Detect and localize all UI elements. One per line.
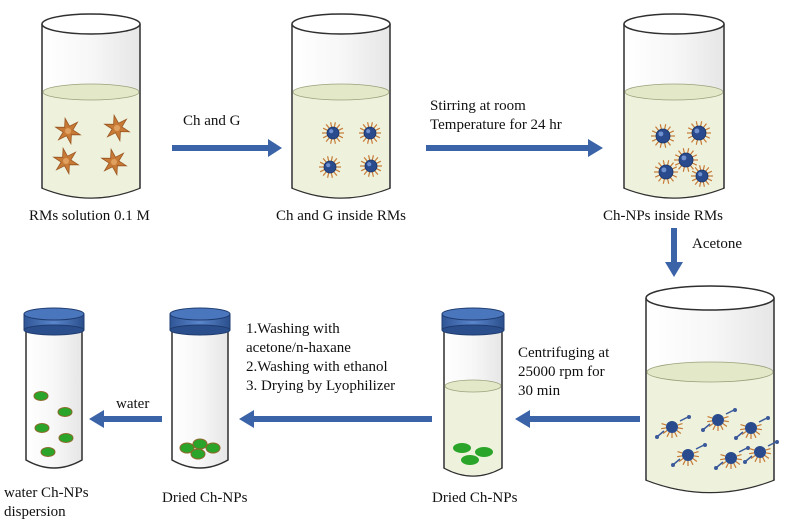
arrow-washing-drying bbox=[239, 410, 432, 428]
micelle-star-icon bbox=[100, 147, 128, 177]
label-washing-2: acetone/n-haxane bbox=[246, 340, 351, 356]
green-particle-icon bbox=[58, 433, 74, 443]
green-particle-icon bbox=[179, 442, 195, 454]
green-particle-icon bbox=[40, 447, 56, 457]
arrow-add-ch-and-g bbox=[172, 139, 282, 157]
label-ch-nps-inside-rms: Ch-NPs inside RMs bbox=[603, 208, 724, 224]
broken-micelle-icon bbox=[714, 446, 750, 470]
label-stirring-2: Temperature for 24 hr bbox=[430, 117, 562, 133]
label-stirring-1: Stirring at room bbox=[430, 98, 526, 114]
beaker-acetone-precipitation bbox=[645, 285, 779, 494]
label-acetone: Acetone bbox=[692, 236, 742, 252]
broken-micelle-icon bbox=[701, 408, 737, 432]
label-centrifuging-1: Centrifuging at bbox=[518, 345, 610, 361]
label-water-dispersion-2: dispersion bbox=[4, 504, 66, 520]
arrow-centrifuging bbox=[515, 410, 640, 428]
tube-water-dispersion bbox=[23, 307, 85, 469]
green-particle-icon bbox=[33, 391, 49, 401]
arrow-acetone bbox=[665, 228, 683, 277]
green-particle-icon bbox=[57, 407, 73, 417]
green-particle-icon bbox=[205, 442, 221, 454]
beaker-rms-solution bbox=[41, 13, 141, 199]
nanoparticle-icon bbox=[687, 121, 711, 145]
label-water: water bbox=[116, 396, 150, 412]
label-water-dispersion-1: water Ch-NPs bbox=[4, 485, 89, 501]
broken-micelle-icon bbox=[655, 415, 691, 439]
green-particle-icon bbox=[461, 455, 479, 465]
green-particle-icon bbox=[34, 423, 50, 433]
label-tube-centrifuged: Dried Ch-NPs bbox=[432, 490, 518, 506]
label-centrifuging-2: 25000 rpm for bbox=[518, 364, 605, 380]
tube-centrifuged bbox=[441, 307, 505, 477]
label-centrifuging-3: 30 min bbox=[518, 383, 561, 399]
nanoparticle-icon bbox=[674, 148, 698, 172]
tube-dried-ch-nps bbox=[169, 307, 231, 469]
broken-micelle-icon bbox=[734, 416, 770, 440]
green-particle-icon bbox=[453, 443, 471, 453]
arrow-stirring bbox=[426, 139, 603, 157]
micelle-star-icon bbox=[54, 116, 82, 146]
label-tube-dried: Dried Ch-NPs bbox=[162, 490, 248, 506]
label-ch-and-g: Ch and G bbox=[183, 113, 241, 129]
nanoparticle-icon bbox=[322, 122, 344, 144]
arrow-water bbox=[89, 410, 162, 428]
nanoparticle-icon bbox=[651, 124, 675, 148]
beaker-ch-g-inside-rms bbox=[291, 13, 391, 199]
nanoparticle-icon bbox=[360, 155, 382, 177]
nanoparticle-icon bbox=[691, 165, 713, 187]
beaker-ch-nps-inside-rms bbox=[623, 13, 725, 199]
nanoparticle-icon bbox=[319, 156, 341, 178]
nanoparticle-icon bbox=[359, 122, 381, 144]
broken-micelle-icon bbox=[671, 443, 707, 467]
micelle-star-icon bbox=[52, 146, 80, 176]
green-particle-icon bbox=[192, 438, 208, 450]
green-particle-icon bbox=[475, 447, 493, 457]
micelle-star-icon bbox=[103, 113, 131, 143]
broken-micelle-icon bbox=[743, 440, 779, 464]
nanoparticle-icon bbox=[654, 160, 678, 184]
label-rms-solution: RMs solution 0.1 M bbox=[29, 208, 150, 224]
label-washing-1: 1.Washing with bbox=[246, 321, 340, 337]
green-particle-icon bbox=[190, 448, 206, 460]
label-ch-g-inside-rms: Ch and G inside RMs bbox=[276, 208, 407, 224]
label-washing-4: 3. Drying by Lyophilizer bbox=[246, 378, 396, 394]
label-washing-3: 2.Washing with ethanol bbox=[246, 359, 388, 375]
